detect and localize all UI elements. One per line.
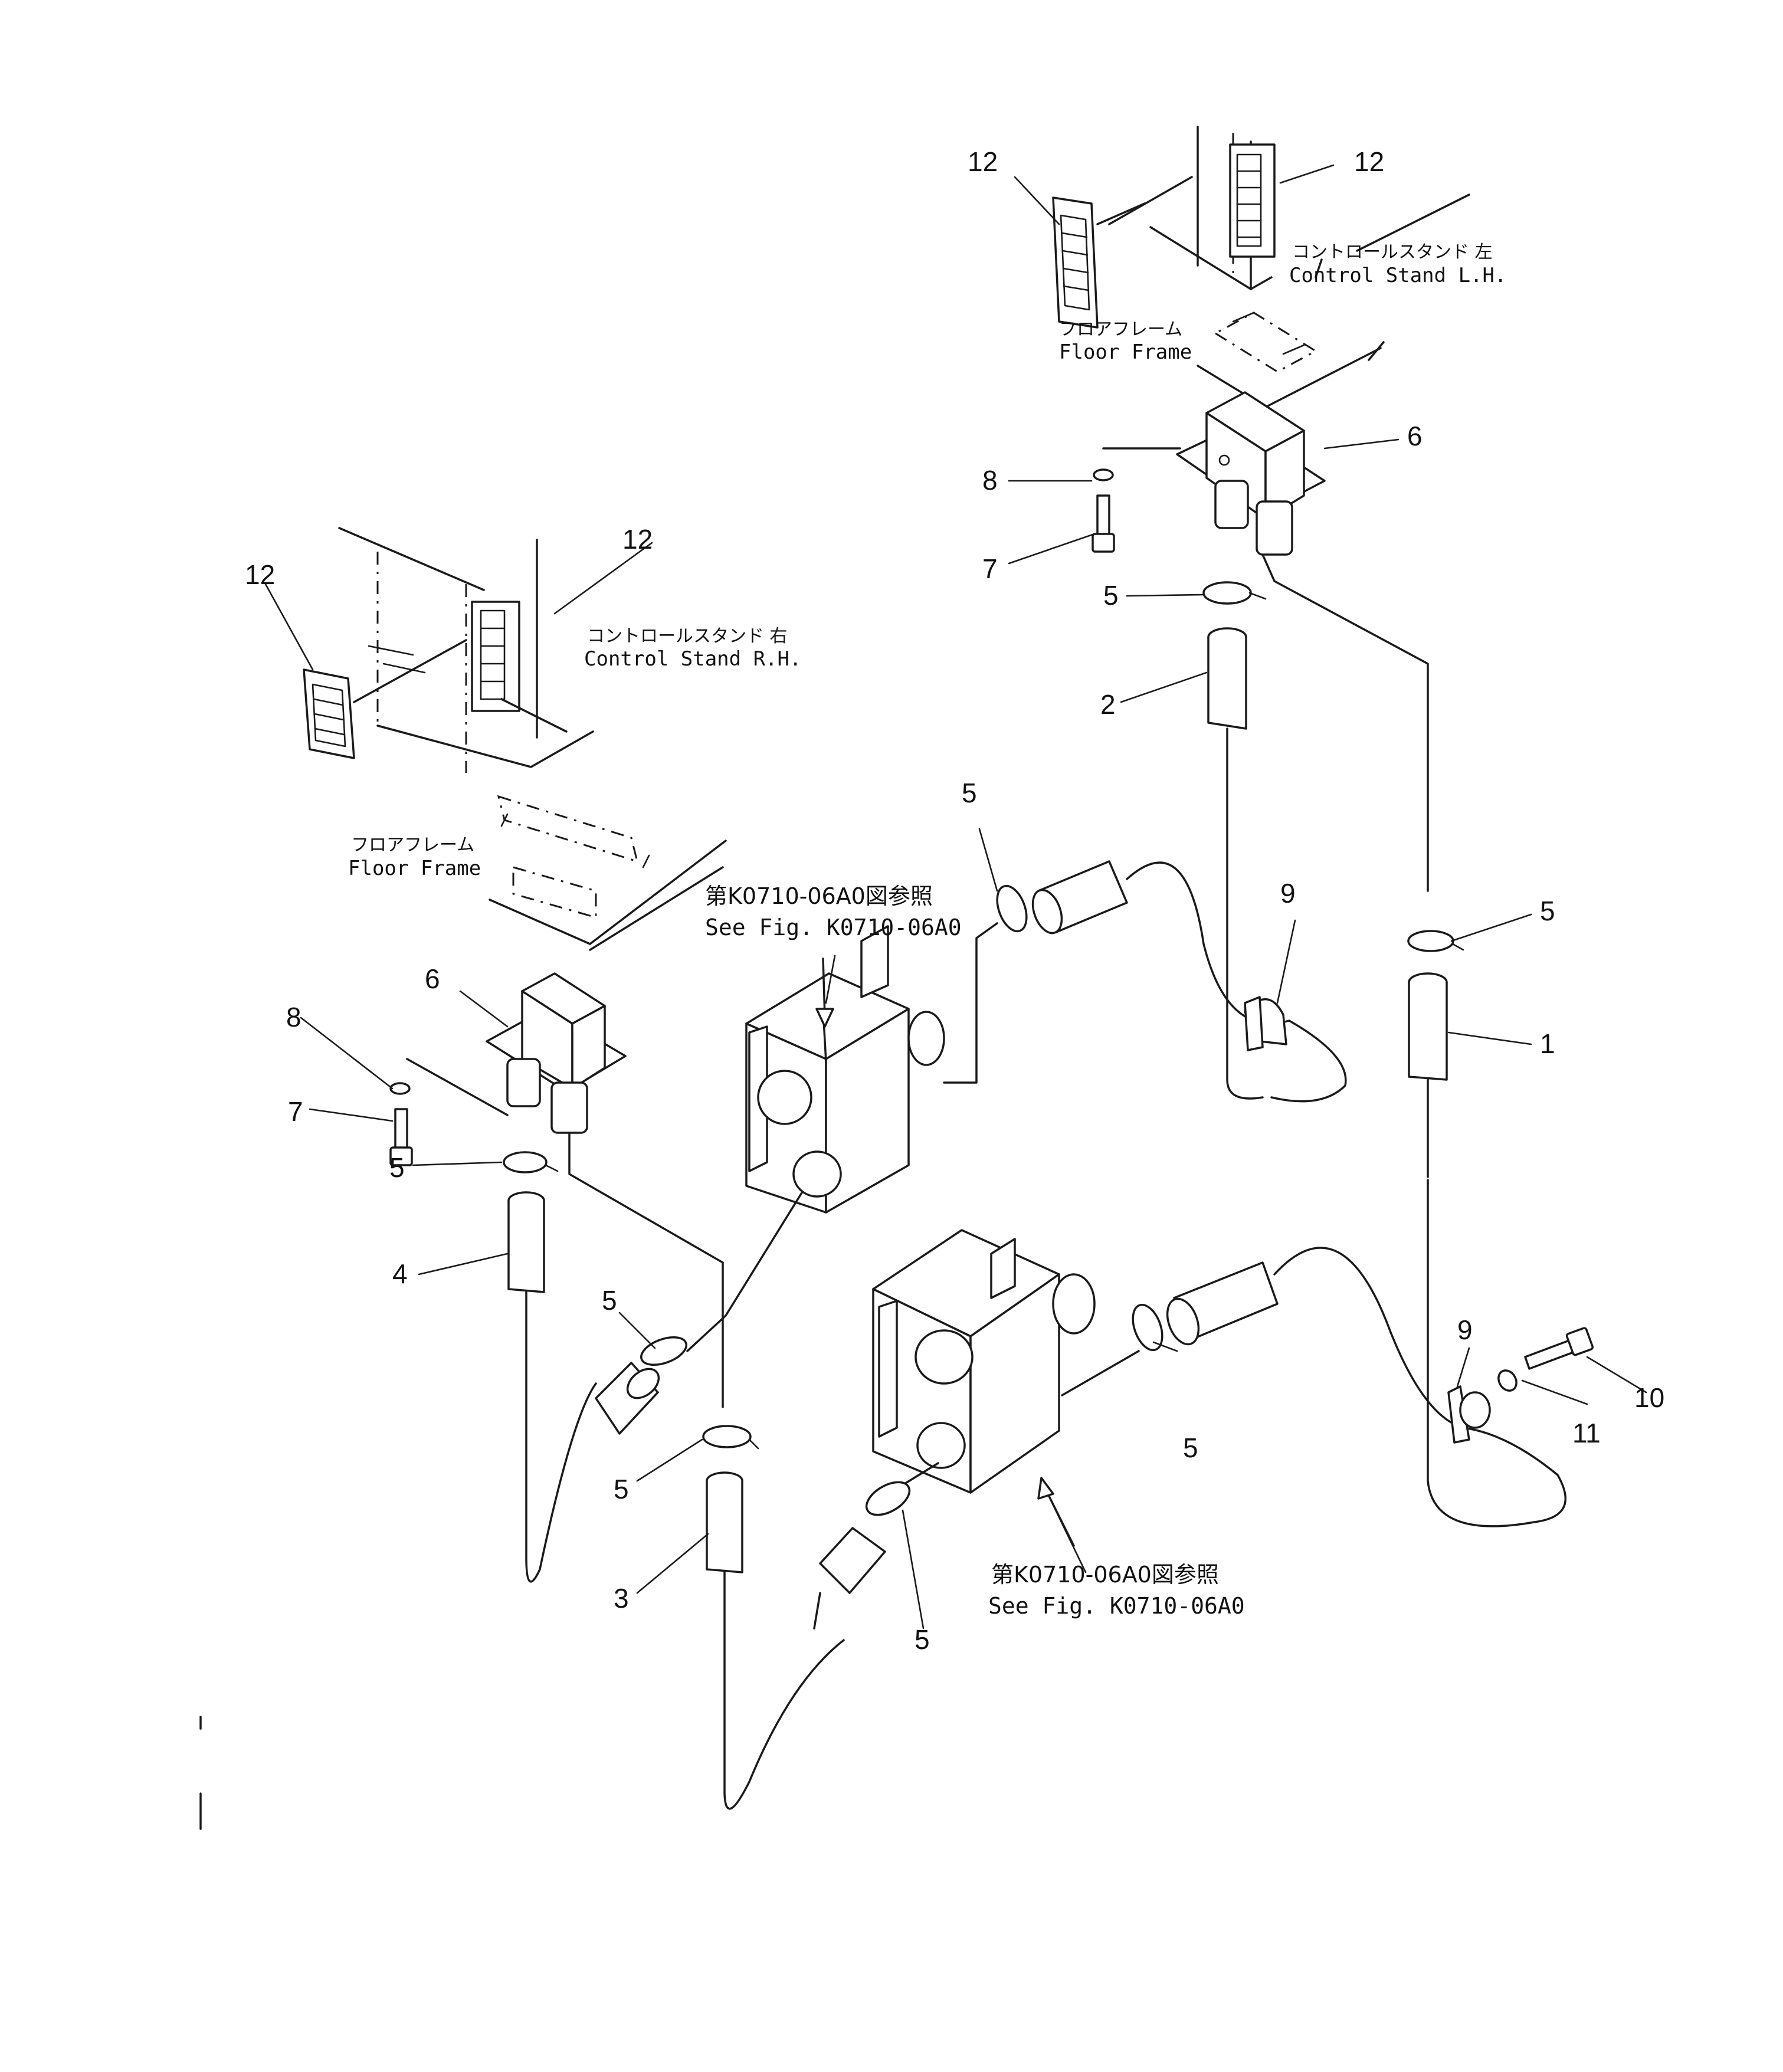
hose-lower-right (1132, 1179, 1567, 1527)
callout-5-center: 5 (962, 778, 977, 808)
callout-5-center-left: 5 (602, 1285, 617, 1316)
hose-4 (503, 1151, 597, 1583)
see-fig-upper-jp: 第K0710-06A0図参照 (705, 883, 933, 909)
callout-12-upper-right: 12 (1354, 146, 1384, 177)
washer-11 (1497, 1369, 1517, 1392)
hose-1 (1407, 930, 1464, 1178)
control-stand-lh-en: Control Stand L.H. (1289, 264, 1506, 287)
clip-9-lower (1447, 1385, 1491, 1444)
callout-7-left: 7 (288, 1096, 303, 1127)
floor-frame-upper (1197, 312, 1385, 408)
callout-4: 4 (392, 1258, 408, 1289)
hose-2 (1202, 581, 1267, 1100)
callout-11: 11 (1572, 1418, 1601, 1448)
floor-frame-upper-jp: フロアフレーム (1059, 319, 1182, 340)
control-stand-lh-jp: コントロールスタンド 左 (1292, 242, 1493, 263)
bolt-washer-upper (1092, 447, 1181, 553)
hose-center-left (595, 1191, 804, 1435)
bolt-10 (1524, 1327, 1594, 1370)
callout-5-upper: 5 (1103, 580, 1119, 611)
callout-5-right: 5 (1540, 896, 1555, 926)
heater-unit-upper (745, 922, 998, 1214)
control-stand-lh (1108, 126, 1470, 290)
control-stand-rh-en: Control Stand R.H. (584, 647, 801, 671)
callout-8-upper: 8 (982, 465, 998, 496)
control-stand-rh (338, 527, 594, 773)
callout-5-lower-center: 5 (1183, 1432, 1198, 1463)
callout-2: 2 (1100, 689, 1116, 720)
heater-unit-lower (872, 1229, 1140, 1494)
callout-9-upper: 9 (1280, 878, 1296, 909)
callout-10: 10 (1634, 1382, 1664, 1413)
duct-upper (1176, 391, 1429, 892)
callout-5-bottom: 5 (915, 1624, 930, 1655)
callout-12-left-top: 12 (622, 524, 653, 555)
floor-frame-left-en: Floor Frame (348, 857, 481, 880)
callout-5-left: 5 (389, 1152, 405, 1183)
callout-6-upper: 6 (1407, 421, 1423, 451)
reference-arrows (815, 958, 1075, 1547)
callout-12-upper-left: 12 (968, 146, 998, 177)
duct-left (486, 972, 724, 1264)
control-stand-rh-jp: コントロールスタンド 右 (587, 626, 788, 647)
see-fig-upper-en: See Fig. K0710-06A0 (705, 914, 962, 940)
callout-5-lower-left: 5 (614, 1474, 629, 1504)
floor-frame-left-jp: フロアフレーム (351, 835, 474, 855)
hose-3 (702, 1261, 845, 1810)
callout-7-upper: 7 (982, 553, 998, 584)
clip-9-upper (1244, 996, 1264, 1051)
see-fig-lower-jp: 第K0710-06A0図参照 (991, 1562, 1219, 1588)
vent-grille-lh-loose (1052, 196, 1146, 329)
callout-12-left: 12 (245, 559, 275, 590)
callout-8-left: 8 (286, 1002, 301, 1032)
vent-grille-rh-loose (303, 639, 467, 759)
floor-frame-upper-en: Floor Frame (1059, 340, 1192, 364)
callout-9-lower: 9 (1457, 1314, 1473, 1345)
hose-lower-left (813, 1462, 939, 1630)
bolt-washer-left (389, 1058, 509, 1166)
callout-6-left: 6 (425, 963, 440, 994)
floor-frame-left (489, 795, 727, 951)
callout-1: 1 (1540, 1028, 1555, 1059)
callout-3: 3 (614, 1583, 629, 1614)
see-fig-lower-en: See Fig. K0710-06A0 (988, 1593, 1245, 1619)
